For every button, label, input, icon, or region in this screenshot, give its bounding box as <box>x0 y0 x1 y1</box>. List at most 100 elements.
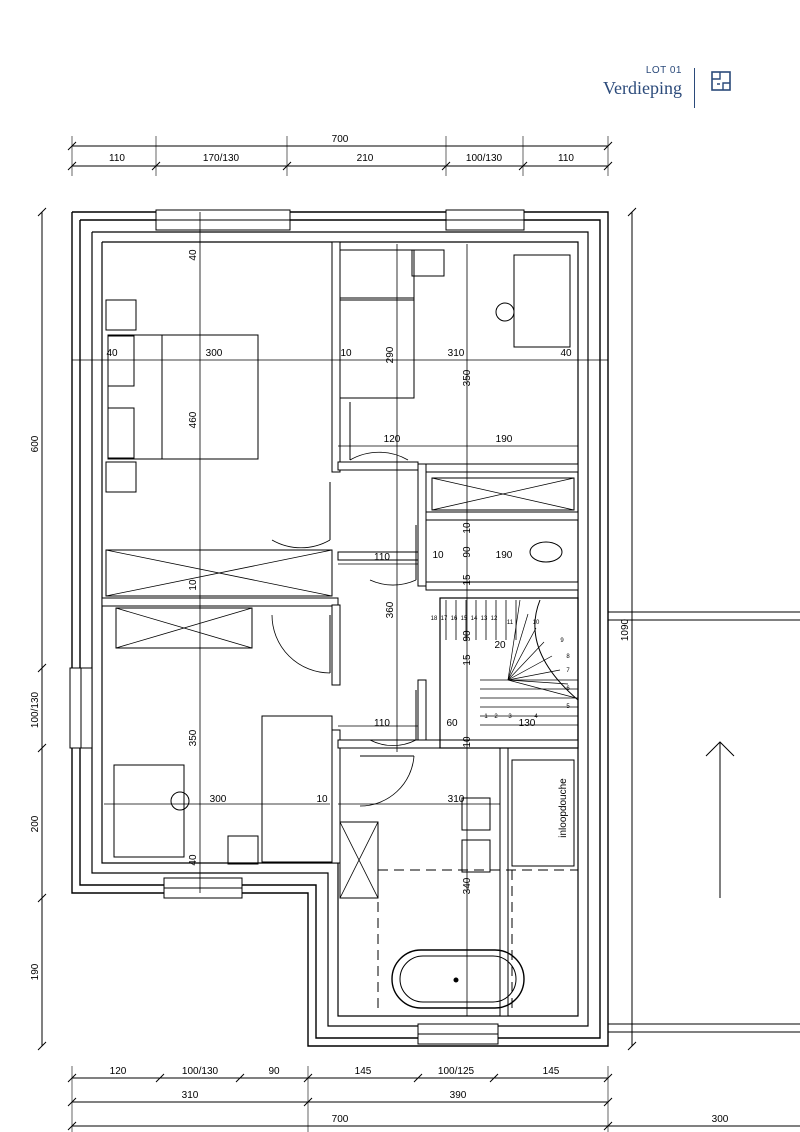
chair <box>170 791 190 811</box>
nightstand <box>105 461 137 493</box>
stair-frame <box>439 597 579 749</box>
room-dim: 40 <box>188 249 199 261</box>
plan-header: LOT 01 Verdieping <box>603 65 682 98</box>
chair <box>495 302 515 322</box>
lot-label: LOT 01 <box>645 65 682 76</box>
dim-bottom-extra: 300 <box>712 1114 729 1125</box>
room-dim: 310 <box>448 794 465 805</box>
stair-winder <box>507 679 577 699</box>
stair-number: 16 <box>451 616 458 622</box>
room-dim: 130 <box>519 718 536 729</box>
partition <box>425 511 579 521</box>
room-dim: 10 <box>462 736 473 748</box>
partition <box>417 679 427 741</box>
room-dim: 190 <box>496 434 513 445</box>
pillow <box>107 407 135 459</box>
door-wc-arc <box>369 579 417 586</box>
partition <box>417 463 427 587</box>
stair-winder <box>507 641 545 681</box>
exterior-wall-outer <box>71 211 609 1047</box>
stair-number: 9 <box>560 638 564 644</box>
room-dim: 10 <box>432 550 444 561</box>
partition <box>337 551 419 561</box>
fixtures <box>105 249 579 1010</box>
dim-tick <box>37 663 47 673</box>
bed <box>107 334 259 460</box>
room-dim: 120 <box>384 434 401 445</box>
dim-bottom-seg: 120 <box>110 1066 127 1077</box>
door-bedroom2-arc <box>349 451 409 461</box>
closet-cross <box>339 821 379 899</box>
dim-tick <box>627 207 637 217</box>
stair-handrail <box>534 599 579 701</box>
dim-top-seg: 110 <box>109 153 125 164</box>
stair-winder <box>507 627 537 681</box>
room-dim: 60 <box>446 718 458 729</box>
desk <box>113 764 185 858</box>
partition <box>417 463 579 473</box>
door-storage-arc <box>369 739 417 746</box>
dim-bottom-total: 700 <box>332 1114 349 1125</box>
stair-number: 2 <box>494 714 498 720</box>
closet-cross <box>105 549 333 597</box>
stair-winder <box>507 655 553 681</box>
walls <box>69 209 609 1047</box>
room-dim: 110 <box>374 718 390 729</box>
stair-number: 11 <box>507 620 514 626</box>
room-dim: 90 <box>462 546 473 558</box>
dim-left: 190 <box>30 963 41 980</box>
stair-number: 7 <box>566 668 570 674</box>
stair-number: 5 <box>566 704 570 710</box>
room-dim: 350 <box>462 369 473 386</box>
stair-number: 10 <box>533 620 540 626</box>
stair-winder <box>507 599 521 681</box>
room-dim: 300 <box>206 348 223 359</box>
closet <box>105 549 333 597</box>
floorplan-icon <box>711 71 731 91</box>
dim-left: 100/130 <box>30 691 41 728</box>
dim-tick <box>37 743 47 753</box>
room-dim: 300 <box>210 794 227 805</box>
sink <box>461 797 491 831</box>
room-dim: 10 <box>340 348 352 359</box>
room-dim: 20 <box>494 640 506 651</box>
room-dim: 10 <box>188 579 199 591</box>
dim-top-seg: 110 <box>558 153 574 164</box>
closet-cross <box>115 607 253 649</box>
bathtub-inner <box>399 955 517 1003</box>
partition <box>101 597 339 607</box>
shower-tray <box>511 759 575 867</box>
closet <box>115 607 253 649</box>
dim-top-seg: 210 <box>357 153 374 164</box>
nightstand <box>105 299 137 331</box>
exterior-wall-mid <box>79 219 601 1039</box>
partition <box>331 604 341 686</box>
dim-bottom-sub: 310 <box>182 1090 199 1101</box>
room-dim: 40 <box>106 348 118 359</box>
stair-number: 12 <box>491 616 498 622</box>
dim-left: 600 <box>30 435 41 452</box>
dim-top-total: 700 <box>332 134 349 145</box>
closet <box>431 477 575 511</box>
closet <box>339 821 379 899</box>
partition <box>331 729 341 864</box>
partition <box>499 747 509 1017</box>
room-dim: 340 <box>462 877 473 894</box>
north-arrow-head <box>705 741 735 757</box>
dim-tick <box>37 1041 47 1051</box>
dim-bottom-sub: 390 <box>450 1090 467 1101</box>
stair-number: 6 <box>566 686 570 692</box>
bathtub <box>391 949 525 1009</box>
bed <box>261 715 333 863</box>
stair-number: 15 <box>461 616 468 622</box>
dim-top-seg: 170/130 <box>203 153 240 164</box>
dim-tick <box>37 207 47 217</box>
room-dim: 360 <box>385 601 396 618</box>
room-dim: 190 <box>496 550 513 561</box>
drain <box>453 977 459 983</box>
stair-number: 1 <box>484 714 488 720</box>
closet-cross <box>431 477 575 511</box>
